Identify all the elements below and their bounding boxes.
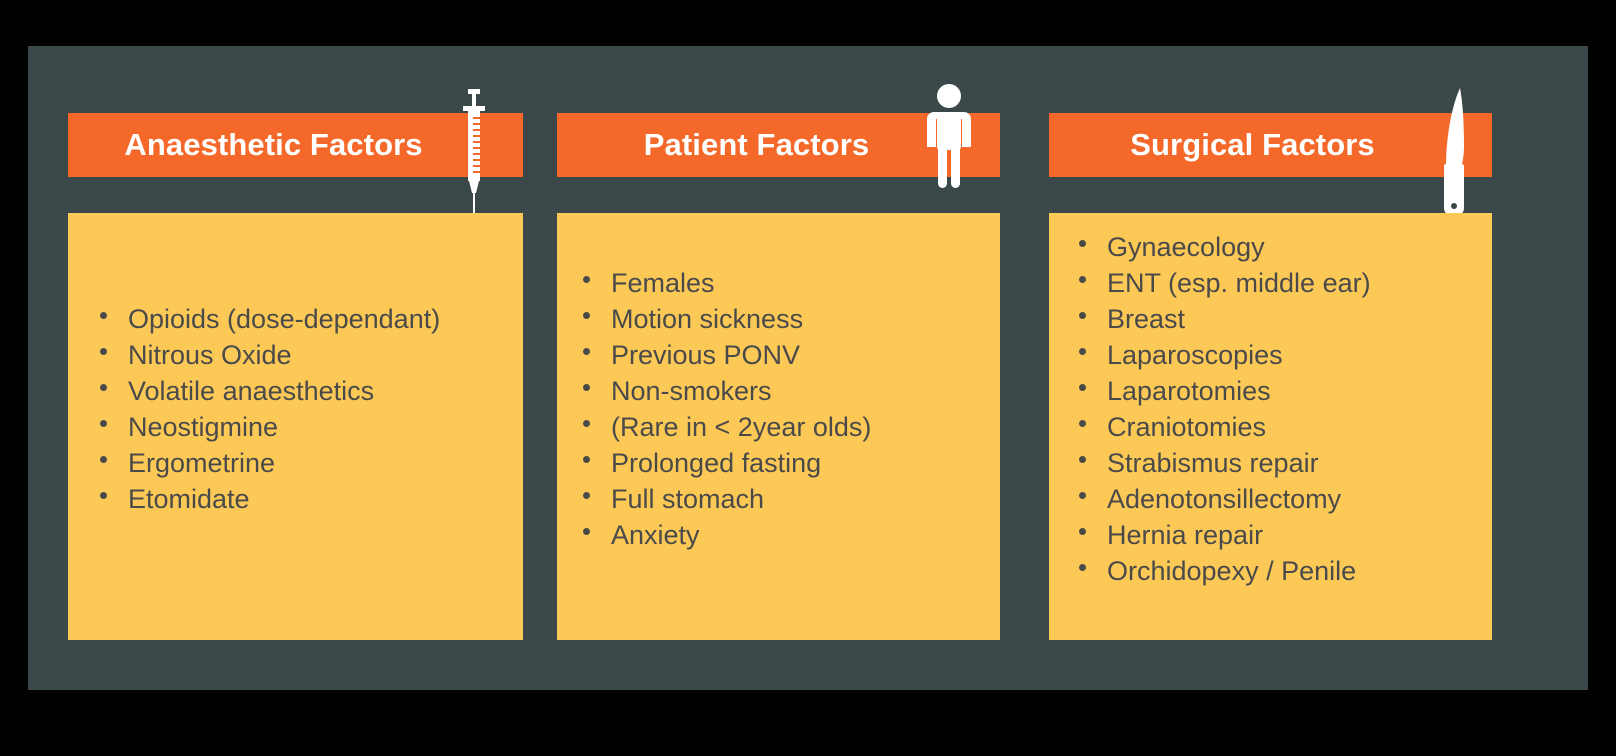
column-surgical-factors: Surgical Factors Gynaecology [1049,46,1492,690]
list-item: (Rare in < 2year olds) [579,409,1000,445]
list-item: Gynaecology [1075,229,1492,265]
column-header-anaesthetic: Anaesthetic Factors [68,113,523,177]
column-title: Patient Factors [643,127,870,162]
list-item: Neostigmine [96,409,523,445]
list-item: Hernia repair [1075,517,1492,553]
list-item: Nitrous Oxide [96,337,523,373]
column-header-patient: Patient Factors [557,113,1000,177]
list-item: Laparotomies [1075,373,1492,409]
list-item: ENT (esp. middle ear) [1075,265,1492,301]
list-item: Volatile anaesthetics [96,373,523,409]
slide-canvas: Anaesthetic Factors [28,46,1588,690]
list-item: Orchidopexy / Penile [1075,553,1492,589]
factor-columns: Anaesthetic Factors [28,46,1588,690]
list-item: Anxiety [579,517,1000,553]
panel-patient-factors: Females Motion sickness Previous PONV No… [557,213,1000,640]
list-item: Breast [1075,301,1492,337]
column-anaesthetic-factors: Anaesthetic Factors [68,46,523,690]
list-item: Previous PONV [579,337,1000,373]
list-item: Females [579,265,1000,301]
list-patient-factors: Females Motion sickness Previous PONV No… [557,265,1000,553]
column-header-surgical: Surgical Factors [1049,113,1492,177]
column-title: Anaesthetic Factors [124,127,423,162]
list-item: Adenotonsillectomy [1075,481,1492,517]
list-item: Opioids (dose-dependant) [96,301,523,337]
list-anaesthetic-factors: Opioids (dose-dependant) Nitrous Oxide V… [68,301,523,517]
list-surgical-factors: Gynaecology ENT (esp. middle ear) Breast… [1049,229,1492,589]
list-item: Strabismus repair [1075,445,1492,481]
list-item: Prolonged fasting [579,445,1000,481]
column-title: Surgical Factors [1130,127,1375,162]
list-item: Ergometrine [96,445,523,481]
list-item: Non-smokers [579,373,1000,409]
panel-surgical-factors: Gynaecology ENT (esp. middle ear) Breast… [1049,213,1492,640]
column-patient-factors: Patient Factors [557,46,1000,690]
panel-anaesthetic-factors: Opioids (dose-dependant) Nitrous Oxide V… [68,213,523,640]
list-item: Full stomach [579,481,1000,517]
list-item: Craniotomies [1075,409,1492,445]
list-item: Etomidate [96,481,523,517]
list-item: Laparoscopies [1075,337,1492,373]
list-item: Motion sickness [579,301,1000,337]
